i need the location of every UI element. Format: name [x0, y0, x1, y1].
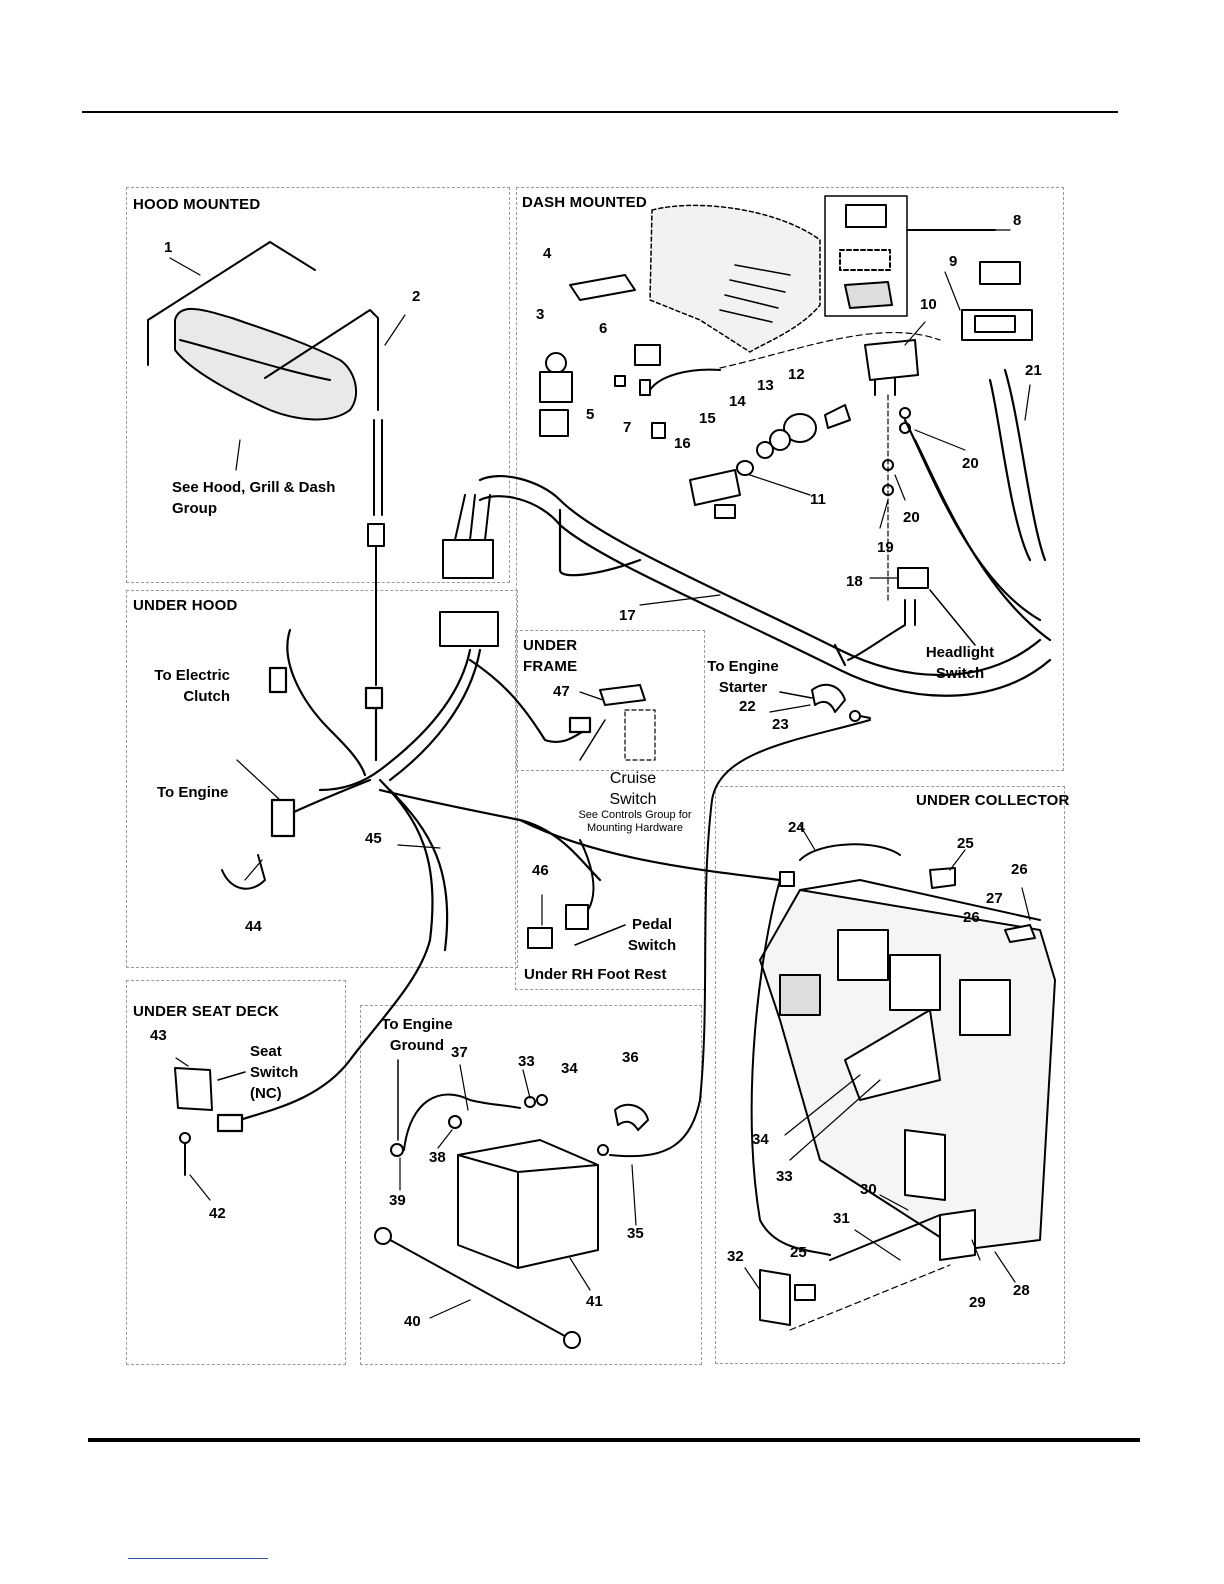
seat-switch-part — [174, 1067, 246, 1176]
callout-43: 43 — [150, 1027, 167, 1044]
callout-18: 18 — [846, 573, 863, 590]
header-rule — [82, 111, 1118, 113]
callout-46: 46 — [532, 862, 549, 879]
pedal-switch-label: Pedal Switch — [627, 916, 677, 954]
callout-33b: 33 — [776, 1168, 793, 1185]
callout-27: 27 — [986, 890, 1003, 907]
callout-26b: 26 — [963, 909, 980, 926]
callout-38: 38 — [429, 1149, 446, 1166]
callout-22: 22 — [739, 698, 756, 715]
callout-25a: 25 — [957, 835, 974, 852]
callout-12: 12 — [788, 366, 805, 383]
callout-6: 6 — [599, 320, 608, 337]
section-title-under-collector: UNDER COLLECTOR — [916, 792, 1070, 809]
switch-box — [824, 195, 1033, 341]
ignition-parts — [689, 404, 851, 519]
to-engine-starter-label: To Engine Starter — [707, 658, 779, 696]
cruise-mounting-note: See Controls Group for Mounting Hardware — [578, 809, 692, 834]
battery-part — [374, 1059, 649, 1349]
callout-37: 37 — [451, 1044, 468, 1061]
callout-14: 14 — [729, 393, 746, 410]
under-hood-section — [126, 590, 518, 968]
callout-30: 30 — [860, 1181, 877, 1198]
under-frame-section — [515, 630, 705, 990]
callout-10: 10 — [920, 296, 937, 313]
hood-wire-part — [264, 309, 385, 686]
callout-7: 7 — [623, 419, 632, 436]
callout-28: 28 — [1013, 1282, 1030, 1299]
callout-34a: 34 — [561, 1060, 578, 1077]
callout-47: 47 — [553, 683, 570, 700]
main-harness — [478, 368, 1052, 697]
callout-25b: 25 — [790, 1244, 807, 1261]
callout-16: 16 — [674, 435, 691, 452]
callout-33a: 33 — [518, 1053, 535, 1070]
callout-19: 19 — [877, 539, 894, 556]
callout-32: 32 — [727, 1248, 744, 1265]
callout-42: 42 — [209, 1205, 226, 1222]
hood-part — [147, 241, 358, 421]
callout-8: 8 — [1013, 212, 1022, 229]
under-hood-harness — [216, 628, 782, 1133]
callout-4: 4 — [543, 245, 552, 262]
callout-11: 11 — [810, 491, 826, 508]
section-title-dash-mounted: DASH MOUNTED — [522, 194, 647, 211]
hood-mounted-section — [126, 187, 510, 583]
callout-9: 9 — [949, 253, 958, 270]
callout-20a: 20 — [962, 455, 979, 472]
callout-21: 21 — [1025, 362, 1042, 379]
section-title-hood-mounted: HOOD MOUNTED — [133, 196, 261, 213]
to-electric-clutch-label: To Electric Clutch — [154, 667, 230, 705]
cruise-switch-label: Cruise Switch — [609, 770, 657, 808]
callout-31: 31 — [833, 1210, 850, 1227]
callout-3: 3 — [536, 306, 545, 323]
headlight-switch-label: Headlight Switch — [925, 644, 995, 682]
callout-36: 36 — [622, 1049, 639, 1066]
callout-34b: 34 — [752, 1131, 769, 1148]
callout-26a: 26 — [1011, 861, 1028, 878]
dash-console — [649, 204, 821, 353]
strap-44-part — [221, 854, 266, 890]
callout-39: 39 — [389, 1192, 406, 1209]
callout-44: 44 — [245, 918, 262, 935]
callout-23: 23 — [772, 716, 789, 733]
callout-29: 29 — [969, 1294, 986, 1311]
section-title-under-hood: UNDER HOOD — [133, 597, 238, 614]
collector-body — [759, 879, 1056, 1331]
harness-connector — [439, 494, 499, 647]
dash-small-parts — [539, 274, 941, 439]
to-engine-ground-label: To Engine Ground — [381, 1016, 453, 1054]
under-seat-deck-section — [126, 980, 346, 1365]
collector-wires — [750, 843, 1036, 1256]
callout-35: 35 — [627, 1225, 644, 1242]
callout-45: 45 — [365, 830, 382, 847]
to-engine-label: To Engine — [157, 784, 229, 801]
callout-5: 5 — [586, 406, 595, 423]
footer-link[interactable] — [128, 1558, 268, 1559]
footer-rule — [88, 1438, 1140, 1442]
headlight-bracket — [864, 339, 919, 601]
leader-lines — [169, 229, 1031, 1319]
callout-2: 2 — [412, 288, 421, 305]
callout-17: 17 — [619, 607, 636, 624]
callout-20b: 20 — [903, 509, 920, 526]
section-title-under-seat-deck: UNDER SEAT DECK — [133, 1003, 280, 1020]
callout-24: 24 — [788, 819, 805, 836]
see-hood-note: See Hood, Grill & Dash Group — [172, 479, 336, 517]
callout-13: 13 — [757, 377, 774, 394]
pedal-switch-part — [527, 839, 626, 949]
battery-section — [360, 1005, 702, 1365]
under-rh-foot-rest-label: Under RH Foot Rest — [524, 966, 667, 983]
starter-parts — [609, 683, 871, 1158]
section-title-under-frame: UNDER FRAME — [523, 637, 578, 675]
seat-switch-label: Seat Switch (NC) — [250, 1043, 299, 1102]
callout-41: 41 — [586, 1293, 603, 1310]
callout-1: 1 — [164, 239, 173, 256]
callout-15: 15 — [699, 410, 716, 427]
under-collector-section — [715, 786, 1065, 1364]
callout-40: 40 — [404, 1313, 421, 1330]
